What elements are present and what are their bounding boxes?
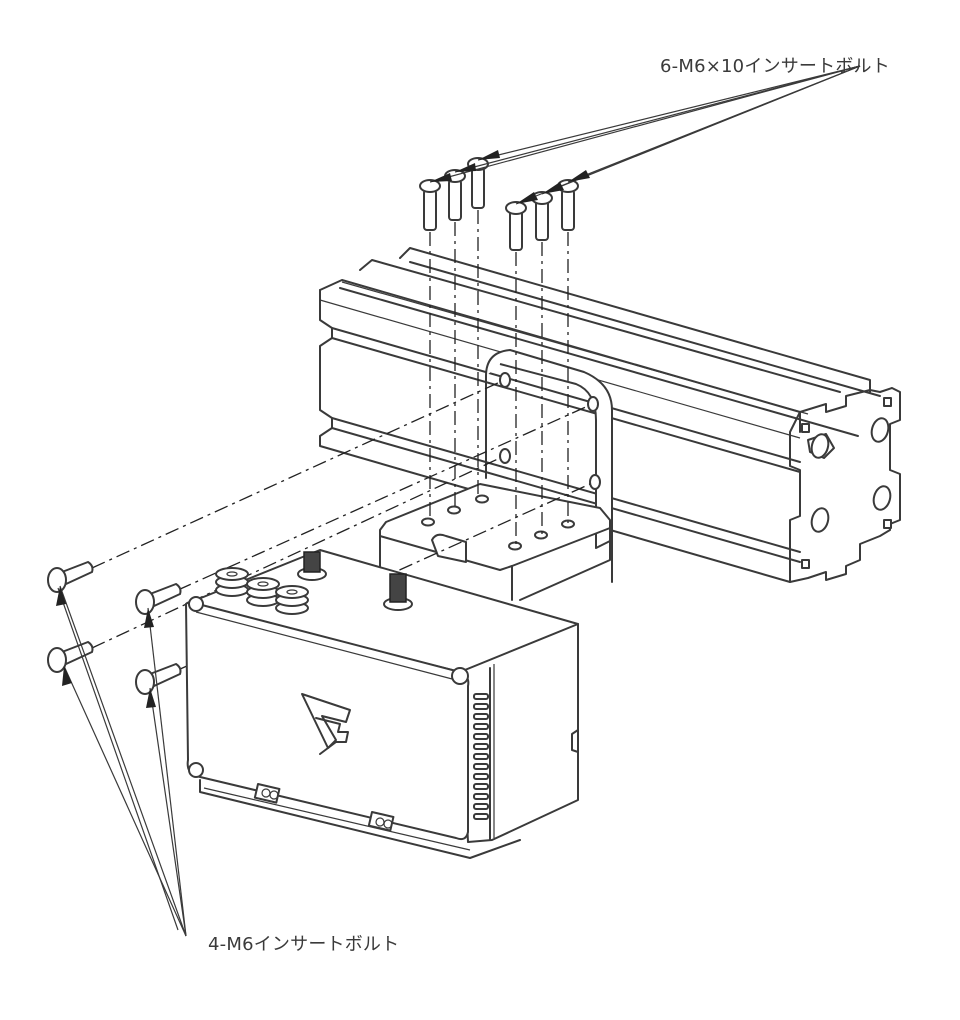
bolt-m6x10-1 [419,179,441,231]
top-bolt-callout-label: 6-M6×10インサートボルト [660,56,890,77]
bolt-m6x10-4 [505,201,527,251]
aluminum-extrusion [319,247,901,583]
cable-glands [215,567,309,615]
top-insert-bolts [419,157,579,251]
bolt-m6-3 [135,583,182,615]
vent-slots [473,693,489,820]
device-enclosure [185,549,579,859]
bolt-m6x10-5 [531,191,553,241]
bolt-m6-2 [47,641,94,673]
side-insert-bolts [47,561,182,695]
bottom-callout-leaders [56,585,187,937]
bolt-m6x10-3 [467,157,489,209]
side-bolt-callout-label: 4-M6インサートボルト [208,934,400,955]
top-callout-leaders [429,65,861,205]
brand-logo-icon [301,693,351,755]
l-mounting-bracket [379,349,613,601]
bolt-m6-1 [47,561,94,593]
antenna-connectors [297,551,413,611]
bolt-m6-4 [135,663,182,695]
